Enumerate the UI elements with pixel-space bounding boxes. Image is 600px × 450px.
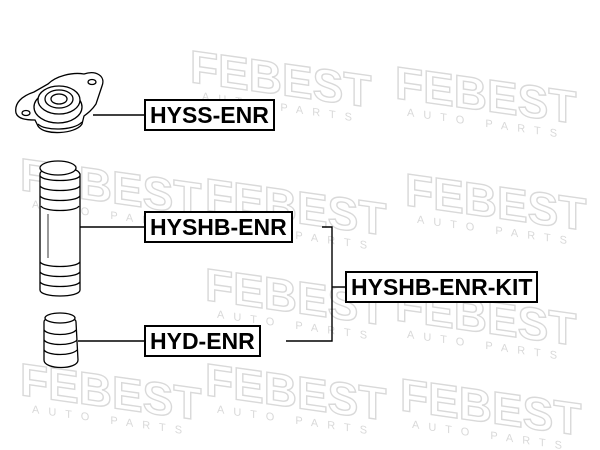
- kit-bracket: [286, 226, 333, 342]
- dust-boot-drawing: [39, 160, 81, 297]
- bump-stop-drawing: [43, 312, 79, 369]
- strut-mount-drawing: [15, 72, 104, 134]
- kit-label-hyshb-enr-kit: HYSHB-ENR-KIT: [345, 271, 539, 303]
- part-label-hyss-enr: HYSS-ENR: [144, 99, 275, 131]
- part-label-hyd-enr: HYD-ENR: [144, 325, 261, 357]
- part-label-hyshb-enr: HYSHB-ENR: [144, 211, 293, 243]
- leader-lines: [78, 114, 347, 342]
